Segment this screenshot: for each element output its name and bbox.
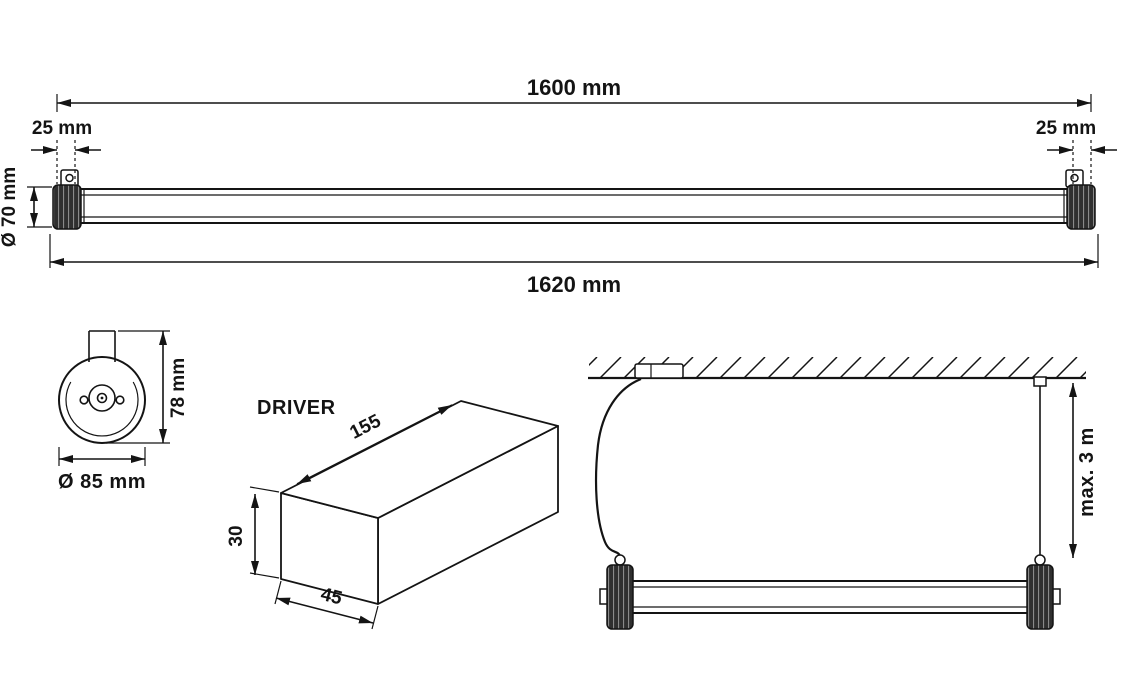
ceiling-connector-box bbox=[634, 363, 684, 379]
dimension-left-offset: 25 mm bbox=[31, 118, 101, 184]
center-dot bbox=[100, 396, 104, 400]
bracket-screw-left-icon bbox=[65, 173, 74, 183]
end-cap-left bbox=[606, 564, 634, 630]
screw-hole-left bbox=[79, 395, 89, 405]
end-view-drawing: 78 mm Ø 85 mm bbox=[58, 330, 189, 493]
dimension-end-height: 78 mm bbox=[106, 330, 189, 444]
dimension-max-suspension: max. 3 m bbox=[1069, 383, 1098, 558]
dimension-label-155: 155 bbox=[347, 410, 385, 443]
dimension-tube-diameter: Ø 70 mm bbox=[0, 167, 52, 247]
dimension-label-max-3m: max. 3 m bbox=[1076, 427, 1098, 517]
dimension-label-1620: 1620 mm bbox=[527, 272, 621, 297]
ceiling-hatching bbox=[589, 357, 1086, 377]
dimension-driver-height: 30 bbox=[226, 486, 280, 579]
end-cap-outline bbox=[58, 356, 146, 444]
screw-hole-right bbox=[115, 395, 125, 405]
center-boss-circle bbox=[88, 384, 116, 412]
extension-line bbox=[249, 486, 280, 493]
dimension-label-30: 30 bbox=[226, 525, 247, 546]
side-view-drawing: 1600 mm 25 mm 25 mm Ø 70 mm bbox=[0, 75, 1117, 297]
center-hole bbox=[96, 392, 108, 404]
suspended-luminaire bbox=[599, 554, 1061, 630]
dimension-label-45: 45 bbox=[319, 584, 345, 610]
dimension-label-78: 78 mm bbox=[168, 358, 189, 418]
end-cap-left bbox=[52, 184, 82, 230]
installation-drawing: max. 3 m bbox=[588, 357, 1098, 630]
inner-rim-arc bbox=[65, 381, 139, 437]
dimension-overall-length: 1620 mm bbox=[49, 234, 1099, 297]
extension-line bbox=[371, 605, 379, 630]
power-cable bbox=[594, 377, 642, 557]
dimension-label-25-right: 25 mm bbox=[1036, 118, 1096, 139]
dimension-line bbox=[275, 597, 374, 624]
wire-attachment-right bbox=[1034, 554, 1046, 566]
dimension-label-d85: Ø 85 mm bbox=[58, 471, 146, 493]
dimension-end-diameter: Ø 85 mm bbox=[58, 447, 146, 493]
dimension-right-offset: 25 mm bbox=[1036, 118, 1117, 184]
dimension-label-1600: 1600 mm bbox=[527, 75, 621, 100]
cable-attachment-left bbox=[614, 554, 626, 566]
extension-line bbox=[274, 580, 282, 605]
luminaire-tube bbox=[52, 169, 1096, 230]
driver-title: DRIVER bbox=[257, 397, 336, 419]
wire-ceiling-anchor bbox=[1033, 376, 1047, 387]
bracket-screw-right-icon bbox=[1070, 173, 1079, 183]
dimension-top-length: 1600 mm bbox=[56, 75, 1092, 112]
end-cap-right bbox=[1066, 184, 1096, 230]
dimension-line bbox=[296, 404, 453, 485]
driver-drawing: DRIVER 155 30 45 bbox=[226, 397, 559, 630]
dimension-label-d70: Ø 70 mm bbox=[0, 167, 20, 247]
end-cap-right bbox=[1026, 564, 1054, 630]
dimension-label-25-left: 25 mm bbox=[32, 118, 92, 139]
